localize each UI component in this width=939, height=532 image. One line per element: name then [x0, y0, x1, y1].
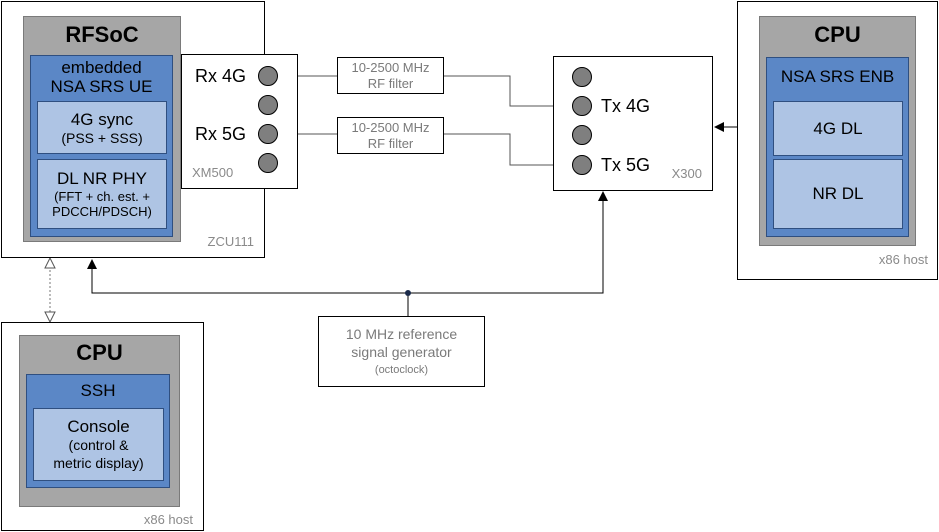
- sync-title: 4G sync: [70, 109, 134, 129]
- tx4g-label: Tx 4G: [601, 96, 651, 116]
- refgen-line3: (octoclock): [374, 363, 429, 376]
- clock-junction: [405, 290, 411, 296]
- rf-filter-5g: 10-2500 MHz RF filter: [337, 117, 444, 154]
- rx5g-label: Rx 5G: [195, 124, 247, 144]
- rx4g-port[interactable]: [258, 66, 278, 86]
- console-cpu-title: CPU: [76, 340, 123, 365]
- filter-5g-line2: RF filter: [367, 135, 414, 151]
- enb-title: NSA SRS ENB: [780, 67, 895, 86]
- zcu111-label: ZCU111: [207, 234, 254, 249]
- xm500-board: XM500: [181, 54, 298, 189]
- filter-4g-line1: 10-2500 MHz: [351, 59, 430, 75]
- wire-clock-x300: [408, 191, 608, 294]
- phy-title: DL NR PHY: [56, 169, 148, 188]
- dl-4g-block: 4G DL: [773, 101, 903, 156]
- phy-subtitle-1: (FFT + ch. est. +: [54, 189, 150, 204]
- console-title: Console: [67, 416, 130, 436]
- rf-filter-4g: 10-2500 MHz RF filter: [337, 57, 444, 94]
- sync-4g-block: 4G sync (PSS + SSS): [37, 101, 167, 154]
- wire-clock-zcu: [87, 259, 408, 294]
- tx4g-port[interactable]: [572, 96, 592, 116]
- enb-cpu-title: CPU: [814, 22, 861, 47]
- x300-label: X300: [671, 166, 702, 181]
- phy-subtitle-2: PDCCH/PDSCH): [52, 204, 152, 219]
- ssh-title: SSH: [80, 381, 116, 400]
- rx5g-port[interactable]: [258, 124, 278, 144]
- dl-nr-phy-block: DL NR PHY (FFT + ch. est. + PDCCH/PDSCH): [37, 159, 167, 229]
- x300-port-3[interactable]: [572, 125, 592, 145]
- tx5g-label: Tx 5G: [601, 155, 651, 175]
- enb-host-label: x86 host: [878, 252, 928, 267]
- xm500-label: XM500: [192, 165, 234, 180]
- wire-tx5g-filter: [444, 133, 578, 166]
- console-subtitle-2: metric display): [53, 454, 144, 471]
- console-block: Console (control & metric display): [33, 408, 164, 481]
- ue-title-line2: NSA SRS UE: [50, 77, 153, 96]
- xm500-port-2[interactable]: [258, 95, 278, 115]
- rfsoc-title: RFSoC: [65, 22, 139, 47]
- ue-title-line1: embedded: [61, 58, 142, 77]
- rx4g-label: Rx 4G: [195, 66, 247, 86]
- reference-signal-generator: 10 MHz reference signal generator (octoc…: [318, 316, 485, 387]
- filter-5g-line1: 10-2500 MHz: [351, 119, 430, 135]
- refgen-line1: 10 MHz reference: [345, 325, 458, 342]
- tx5g-port[interactable]: [572, 155, 592, 175]
- dotted-arrowhead-down: [44, 311, 56, 324]
- nr-dl-block: NR DL: [773, 159, 903, 229]
- console-subtitle-1: (control &: [68, 436, 129, 453]
- xm500-port-4[interactable]: [258, 153, 278, 173]
- refgen-line2: signal generator: [351, 343, 452, 360]
- sync-subtitle: (PSS + SSS): [61, 129, 143, 146]
- wire-tx4g-filter: [444, 75, 578, 107]
- dotted-arrowhead-up: [44, 256, 56, 269]
- console-host-label: x86 host: [143, 512, 193, 527]
- filter-4g-line2: RF filter: [367, 75, 414, 91]
- ue-title: embedded NSA SRS UE: [31, 57, 172, 97]
- x300-port-1[interactable]: [572, 67, 592, 87]
